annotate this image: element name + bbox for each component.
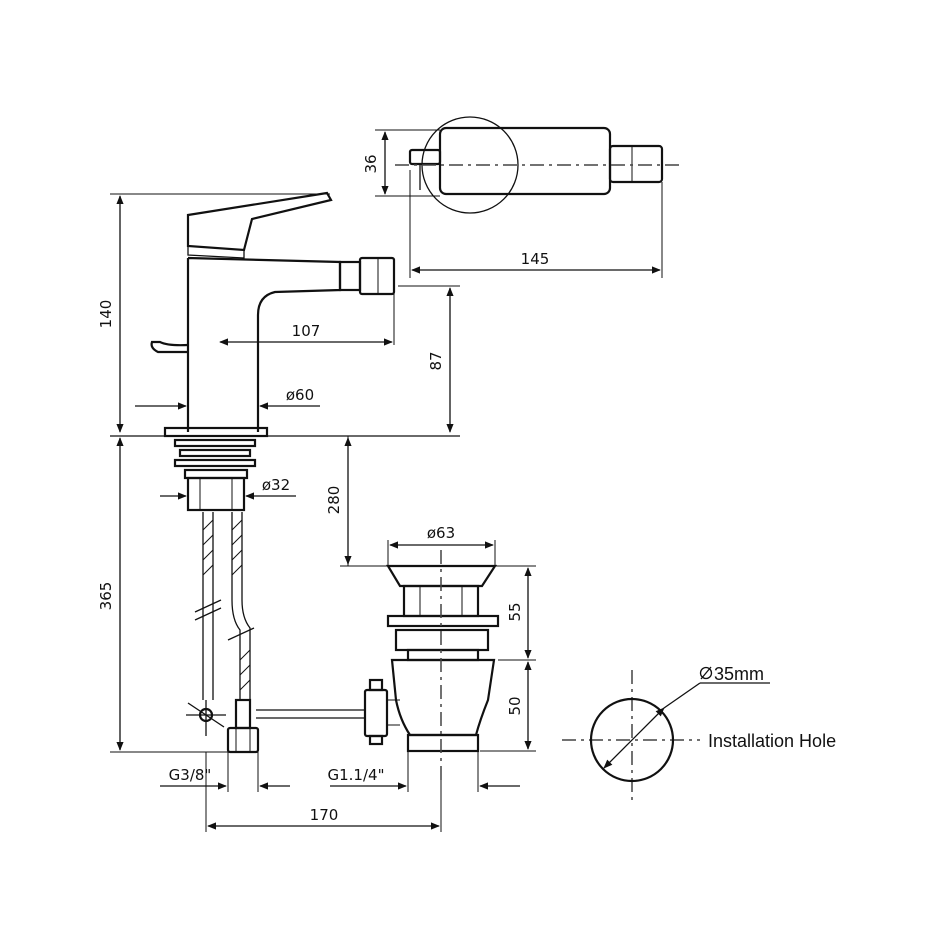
dim-diameter-63: ø63 xyxy=(427,524,455,542)
faucet-side-view: 140 107 87 ø60 xyxy=(97,191,460,438)
dim-365: 365 xyxy=(97,582,115,611)
dim-170: 170 xyxy=(310,806,339,824)
dim-140: 140 xyxy=(97,300,115,329)
pop-up-waste: ø63 55 50 xyxy=(363,524,536,780)
installation-hole-circle xyxy=(589,697,675,783)
dim-36: 36 xyxy=(362,154,380,173)
dim-thread-g114: G1.1/4" xyxy=(328,766,385,784)
mounting-shank: ø32 xyxy=(160,438,296,512)
installation-hole-caption: Installation Hole xyxy=(708,731,836,751)
dim-145: 145 xyxy=(521,250,550,268)
dim-280: 280 xyxy=(325,486,343,515)
dim-107: 107 xyxy=(292,322,321,340)
flexible-hoses xyxy=(186,512,365,754)
installation-hole-diameter: 35mm xyxy=(714,664,764,684)
dim-87: 87 xyxy=(427,351,445,370)
installation-hole-detail: 35mm Installation Hole xyxy=(562,664,836,800)
dim-diameter-60: ø60 xyxy=(286,386,314,404)
overall-dimensions: 280 365 G3/8" G1.1/4" 170 xyxy=(97,436,520,832)
top-view: 36 145 xyxy=(362,116,680,278)
dim-diameter-32: ø32 xyxy=(262,476,290,494)
dim-thread-g38: G3/8" xyxy=(169,766,212,784)
dim-55: 55 xyxy=(506,602,524,621)
dim-50: 50 xyxy=(506,696,524,715)
